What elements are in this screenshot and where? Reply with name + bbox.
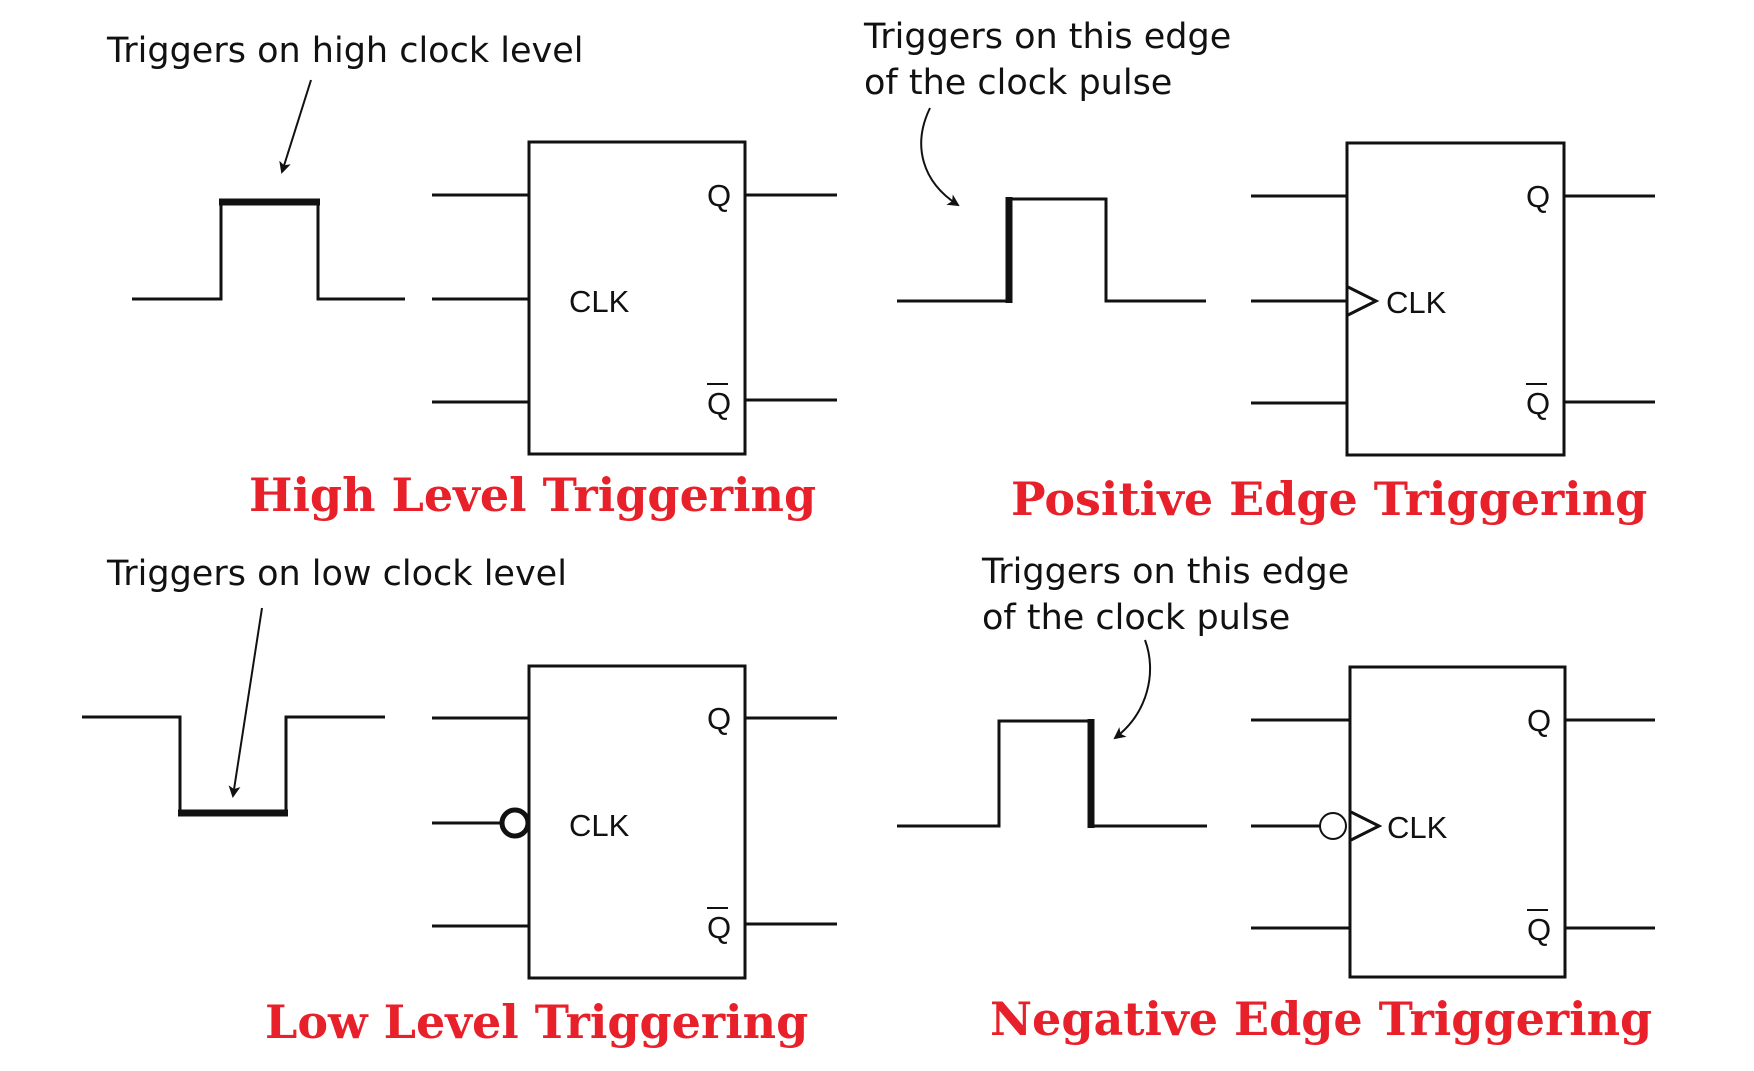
- title-high-level: High Level Triggering: [249, 468, 816, 522]
- panel-low-level: Triggers on low clock level CLK Q Q Low …: [82, 554, 837, 1049]
- clock-waveform: [132, 200, 405, 301]
- clk-label: CLK: [1386, 285, 1447, 320]
- annotation-arrow: [1113, 639, 1152, 740]
- clk-label: CLK: [569, 284, 630, 319]
- clk-label: CLK: [1387, 810, 1448, 845]
- inversion-bubble: [1319, 812, 1347, 840]
- q-label: Q: [707, 701, 731, 736]
- panel-positive-edge: Triggers on this edge of the clock pulse…: [863, 17, 1655, 526]
- annotation-positive-edge-line2: of the clock pulse: [864, 63, 1172, 103]
- flip-flop-box: [527, 140, 747, 456]
- flip-flop-box: [527, 664, 747, 980]
- qbar-label: Q: [707, 386, 731, 421]
- inversion-bubble: [499, 807, 531, 839]
- flip-flop-box: [1345, 141, 1566, 457]
- clock-waveform: [82, 715, 385, 815]
- q-label: Q: [1526, 179, 1550, 214]
- title-negative-edge: Negative Edge Triggering: [990, 992, 1652, 1046]
- annotation-negative-edge-line1: Triggers on this edge: [981, 552, 1349, 592]
- qbar-label: Q: [1527, 912, 1551, 947]
- q-label: Q: [707, 178, 731, 213]
- annotation-negative-edge-line2: of the clock pulse: [982, 598, 1290, 638]
- flip-flop-box: [1348, 665, 1567, 979]
- panel-high-level: Triggers on high clock level CLK Q Q Hig…: [106, 31, 837, 522]
- title-positive-edge: Positive Edge Triggering: [1011, 472, 1647, 526]
- annotation-low-level: Triggers on low clock level: [106, 554, 567, 594]
- qbar-label: Q: [1526, 386, 1550, 421]
- q-label: Q: [1527, 703, 1551, 738]
- annotation-arrow: [228, 607, 263, 798]
- clock-waveform: [897, 197, 1206, 303]
- edge-trigger-symbol: [1347, 285, 1380, 317]
- qbar-label: Q: [707, 910, 731, 945]
- panel-negative-edge: Triggers on this edge of the clock pulse…: [897, 552, 1655, 1046]
- annotation-arrow: [920, 107, 960, 207]
- annotation-arrow: [279, 79, 312, 174]
- title-low-level: Low Level Triggering: [265, 995, 808, 1049]
- annotation-high-level: Triggers on high clock level: [106, 31, 583, 71]
- clock-waveform: [897, 719, 1207, 828]
- clk-label: CLK: [569, 808, 630, 843]
- edge-trigger-symbol: [1350, 810, 1383, 842]
- annotation-positive-edge-line1: Triggers on this edge: [863, 17, 1231, 57]
